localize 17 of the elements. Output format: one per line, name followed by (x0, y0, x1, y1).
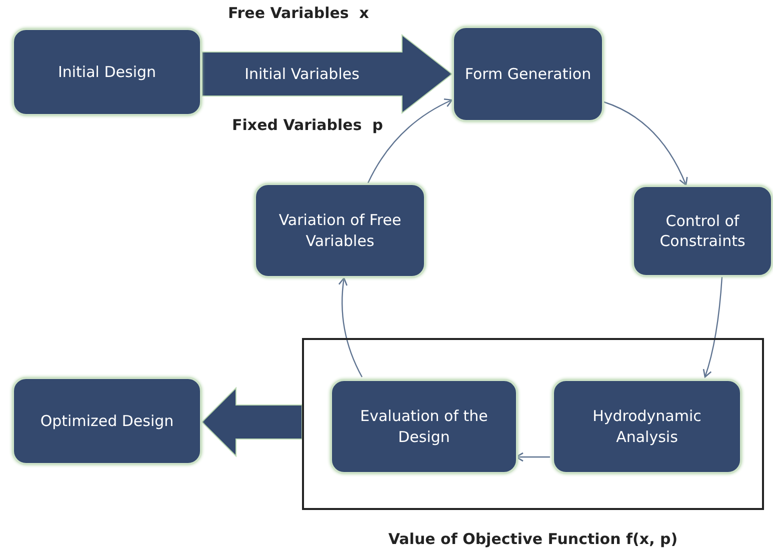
block-arrow (202, 34, 453, 114)
variable-label: Free Variables x (228, 4, 369, 22)
process-box: Variation of Free Variables (254, 183, 426, 278)
process-box: Optimized Design (12, 377, 202, 465)
process-box: Initial Design (12, 28, 202, 116)
arrow (338, 277, 363, 378)
block-arrow (201, 386, 302, 458)
variable-label: Fixed Variables p (232, 116, 383, 134)
arrow (367, 98, 453, 184)
frame-title: Value of Objective Function f(x, p) (387, 530, 679, 548)
arrow (702, 276, 723, 378)
arrow (604, 101, 688, 186)
process-box: Evaluation of the Design (330, 379, 518, 474)
process-box: Control of Constraints (632, 185, 773, 277)
edge-label: Initial Variables (244, 65, 360, 83)
process-box: Hydrodynamic Analysis (552, 379, 742, 474)
process-box: Form Generation (452, 26, 604, 122)
